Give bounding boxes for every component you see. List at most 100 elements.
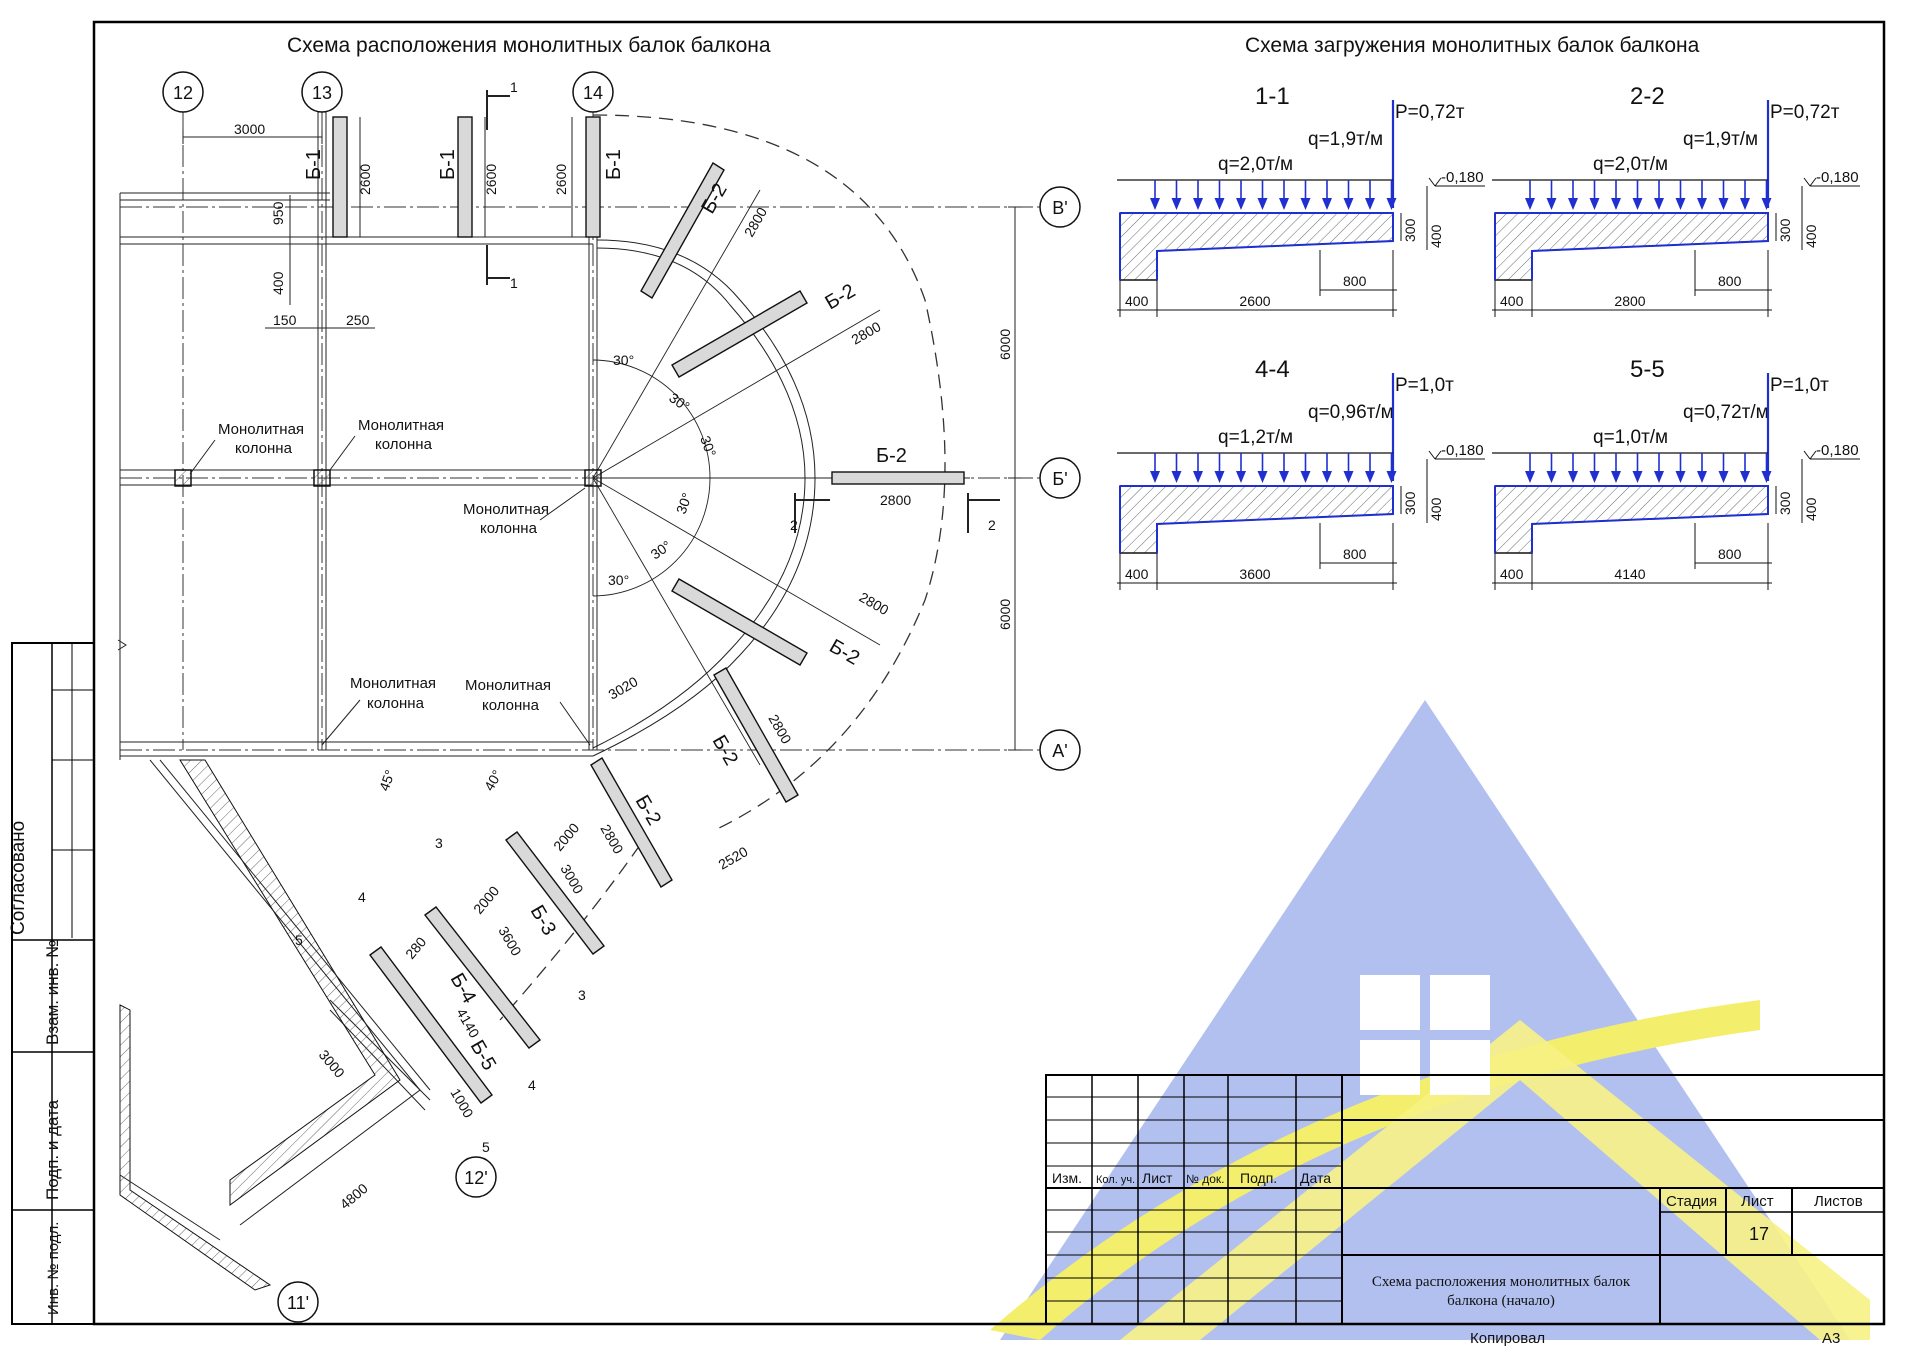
load-arrowhead-3-10 xyxy=(1740,471,1750,483)
angle-30-d: 30° xyxy=(673,491,695,516)
load-arrowhead-2-11 xyxy=(1386,471,1397,483)
bottom-dims-0 xyxy=(1117,250,1397,317)
cut-4-top: 4 xyxy=(358,889,366,905)
column-label-13-l1: Монолитная xyxy=(358,417,444,434)
load-arrowhead-2-0 xyxy=(1150,471,1160,483)
section-q-left-2: q=1,2т/м xyxy=(1218,427,1293,448)
section-q-right-3: q=0,72т/м xyxy=(1683,402,1769,423)
column-14 xyxy=(584,469,602,487)
load-arrowhead-2-4 xyxy=(1236,471,1246,483)
load-arrowhead-1-2 xyxy=(1568,198,1578,210)
load-arrowhead-1-0 xyxy=(1525,198,1535,210)
load-arrowhead-3-6 xyxy=(1654,471,1664,483)
column-label-a2-l1: Монолитная xyxy=(465,677,551,694)
tb-sheets: Листов xyxy=(1814,1193,1863,1210)
beam-label-b3: Б-3 xyxy=(526,902,561,940)
height-dims-0 xyxy=(1400,186,1428,250)
axis-bp: Б' xyxy=(1052,469,1067,489)
load-arrowhead-0-1 xyxy=(1171,198,1182,210)
angle-45: 45° xyxy=(376,768,398,793)
load-arrowhead-0-8 xyxy=(1322,198,1332,210)
load-arrowhead-0-2 xyxy=(1193,198,1203,210)
dim-2800-d: 2800 xyxy=(857,589,892,619)
section-p-0: P=0,72т xyxy=(1395,102,1465,123)
beam-label-b1-1: Б-1 xyxy=(303,149,325,180)
dim-950: 950 xyxy=(270,201,286,225)
section-q-right-1: q=1,9т/м xyxy=(1683,129,1758,150)
section-d-support-1: 400 xyxy=(1500,293,1524,309)
axis-vp: В' xyxy=(1052,198,1067,218)
load-arrowhead-3-11 xyxy=(1761,471,1772,483)
section-q-right-0: q=1,9т/м xyxy=(1308,129,1383,150)
section-q-left-3: q=1,0т/м xyxy=(1593,427,1668,448)
axis-ap: А' xyxy=(1052,741,1067,761)
load-arrowhead-3-3 xyxy=(1589,471,1600,483)
angle-30-c: 30° xyxy=(697,434,719,459)
bottom-dims-1 xyxy=(1492,250,1772,317)
section-title-2: 4-4 xyxy=(1255,356,1290,383)
load-arrowhead-0-9 xyxy=(1343,198,1354,210)
tb-desc-1: Схема расположения монолитных балок xyxy=(1372,1274,1631,1290)
load-arrowhead-0-6 xyxy=(1279,198,1289,210)
section-p-3: P=1,0т xyxy=(1770,375,1829,396)
column-label-14-l1: Монолитная xyxy=(463,501,549,518)
beam-label-b2-c: Б-2 xyxy=(876,445,907,467)
section-h2-0: 400 xyxy=(1428,224,1444,248)
section-d-support-0: 400 xyxy=(1125,293,1149,309)
section-span-2: 3600 xyxy=(1239,566,1270,582)
load-arrowhead-0-10 xyxy=(1365,198,1375,210)
cut-2-left: 2 xyxy=(790,517,798,533)
beam-label-b1-3: Б-1 xyxy=(603,149,625,180)
tb-copied: Копировал xyxy=(1470,1330,1545,1347)
tb-sheet-no: 17 xyxy=(1749,1224,1769,1244)
tb-sheet: Лист xyxy=(1741,1193,1774,1210)
level-mark-2 xyxy=(1428,450,1485,460)
tb-list: Лист xyxy=(1142,1170,1173,1186)
section-cuts xyxy=(486,90,1000,533)
load-arrowhead-3-7 xyxy=(1675,471,1686,483)
beam-b1-3 xyxy=(585,116,601,238)
section-d-support-2: 400 xyxy=(1125,566,1149,582)
load-arrowhead-2-2 xyxy=(1193,471,1203,483)
dim-2600-c: 2600 xyxy=(553,164,569,195)
loads-title: Схема загружения монолитных балок балкон… xyxy=(1245,34,1700,57)
cut-3-top: 3 xyxy=(435,835,443,851)
tb-podp: Подп. xyxy=(1240,1170,1277,1186)
bottom-dims-2 xyxy=(1117,523,1397,590)
load-arrowhead-2-8 xyxy=(1322,471,1332,483)
section-q-right-2: q=0,96т/м xyxy=(1308,402,1394,423)
load-arrowhead-1-4 xyxy=(1611,198,1621,210)
load-arrowhead-0-3 xyxy=(1214,198,1225,210)
dim-6000-b: 6000 xyxy=(997,599,1013,630)
dim-400-plan: 400 xyxy=(270,271,286,295)
angle-30-f: 30° xyxy=(608,572,629,588)
section-level-2: -0,180 xyxy=(1441,442,1484,459)
dim-3020: 3020 xyxy=(606,673,641,703)
beam-b1-2 xyxy=(457,116,473,238)
dim-4140: 4140 xyxy=(453,1006,483,1041)
section-span-0: 2600 xyxy=(1239,293,1270,309)
load-arrowhead-1-3 xyxy=(1589,198,1600,210)
dim-250: 250 xyxy=(346,312,370,328)
height-dims-1 xyxy=(1775,186,1803,250)
dim-2800-a: 2800 xyxy=(741,204,771,239)
column-label-12-l1: Монолитная xyxy=(218,421,304,438)
section-span-1: 2800 xyxy=(1614,293,1645,309)
load-arrowhead-2-5 xyxy=(1257,471,1268,483)
axis-11p: 11' xyxy=(287,1293,309,1313)
dim-3000-b: 3000 xyxy=(316,1047,348,1081)
cut-3-bottom: 3 xyxy=(578,987,586,1003)
load-arrowhead-1-10 xyxy=(1740,198,1750,210)
section-d-end-2: 800 xyxy=(1343,546,1367,562)
tb-desc-2: балкона (начало) xyxy=(1447,1293,1555,1309)
dim-6000-a: 6000 xyxy=(997,329,1013,360)
beam-label-b2-d: Б-2 xyxy=(826,635,864,670)
load-arrowhead-2-9 xyxy=(1343,471,1354,483)
column-label-13-l2: колонна xyxy=(375,436,433,453)
lower-walls xyxy=(119,759,431,1291)
beam-b1-1 xyxy=(332,116,348,238)
load-arrowhead-0-0 xyxy=(1150,198,1160,210)
section-level-0: -0,180 xyxy=(1441,169,1484,186)
load-arrowhead-3-8 xyxy=(1697,471,1707,483)
